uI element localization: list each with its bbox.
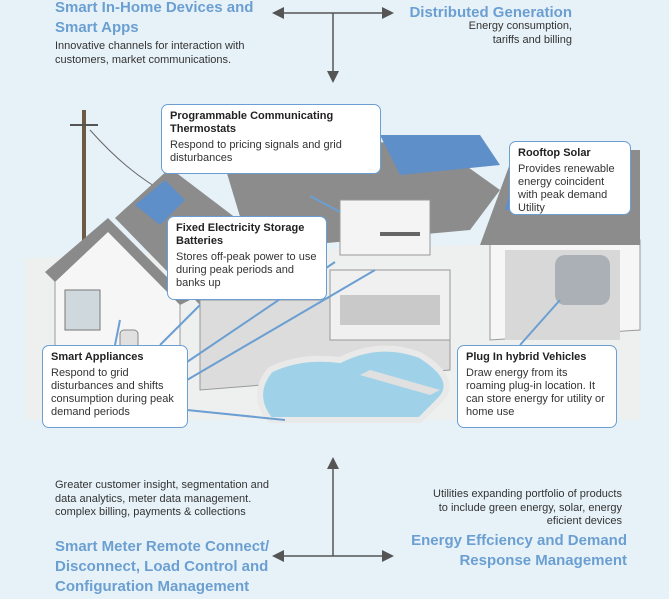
callout-title: Rooftop Solar xyxy=(518,147,591,159)
bottom-connector-arrows xyxy=(272,457,394,562)
callout-storage-batteries: Fixed Electricity Storage Batteries Stor… xyxy=(167,216,327,300)
callout-rooftop-solar: Rooftop Solar Provides renewable energy … xyxy=(509,141,631,215)
callout-smart-appliances: Smart Appliances Respond to grid disturb… xyxy=(42,345,188,428)
smart-meter-description: Greater customer insight, segmentation a… xyxy=(55,479,270,518)
smart-meter-heading: Smart Meter Remote Connect/ Disconnect, … xyxy=(55,538,270,595)
energy-efficiency-description: Utilities expanding portfolio of product… xyxy=(433,488,622,527)
callout-description: Respond to pricing signals and grid dist… xyxy=(170,139,342,164)
distributed-generation-description: Energy consumption, tariffs and billing xyxy=(468,20,572,46)
callout-description: Stores off-peak power to use during peak… xyxy=(176,251,317,289)
callout-title: Plug In hybrid Vehicles xyxy=(466,351,587,363)
callout-description: Provides renewable energy coincident wit… xyxy=(518,163,615,214)
car xyxy=(555,255,610,305)
callout-description: Respond to grid disturbances and shifts … xyxy=(51,367,174,418)
callout-description: Draw energy from its roaming plug-in loc… xyxy=(466,367,605,418)
callout-thermostats: Programmable Communicating Thermostats R… xyxy=(161,104,381,174)
callout-title: Programmable Communicating Thermostats xyxy=(170,110,334,135)
pool xyxy=(257,345,450,423)
smart-in-home-devices-description: Innovative channels for interaction with… xyxy=(55,40,245,66)
callout-title: Fixed Electricity Storage Batteries xyxy=(176,222,305,247)
distributed-generation-heading: Distributed Generation xyxy=(409,4,572,21)
top-connector-arrows xyxy=(272,7,394,83)
smart-in-home-devices-heading: Smart In-Home Devices and Smart Apps xyxy=(55,0,254,36)
energy-efficiency-heading: Energy Effciency and Demand Response Man… xyxy=(411,532,627,569)
callout-plug-in-vehicles: Plug In hybrid Vehicles Draw energy from… xyxy=(457,345,617,428)
callout-title: Smart Appliances xyxy=(51,351,144,363)
